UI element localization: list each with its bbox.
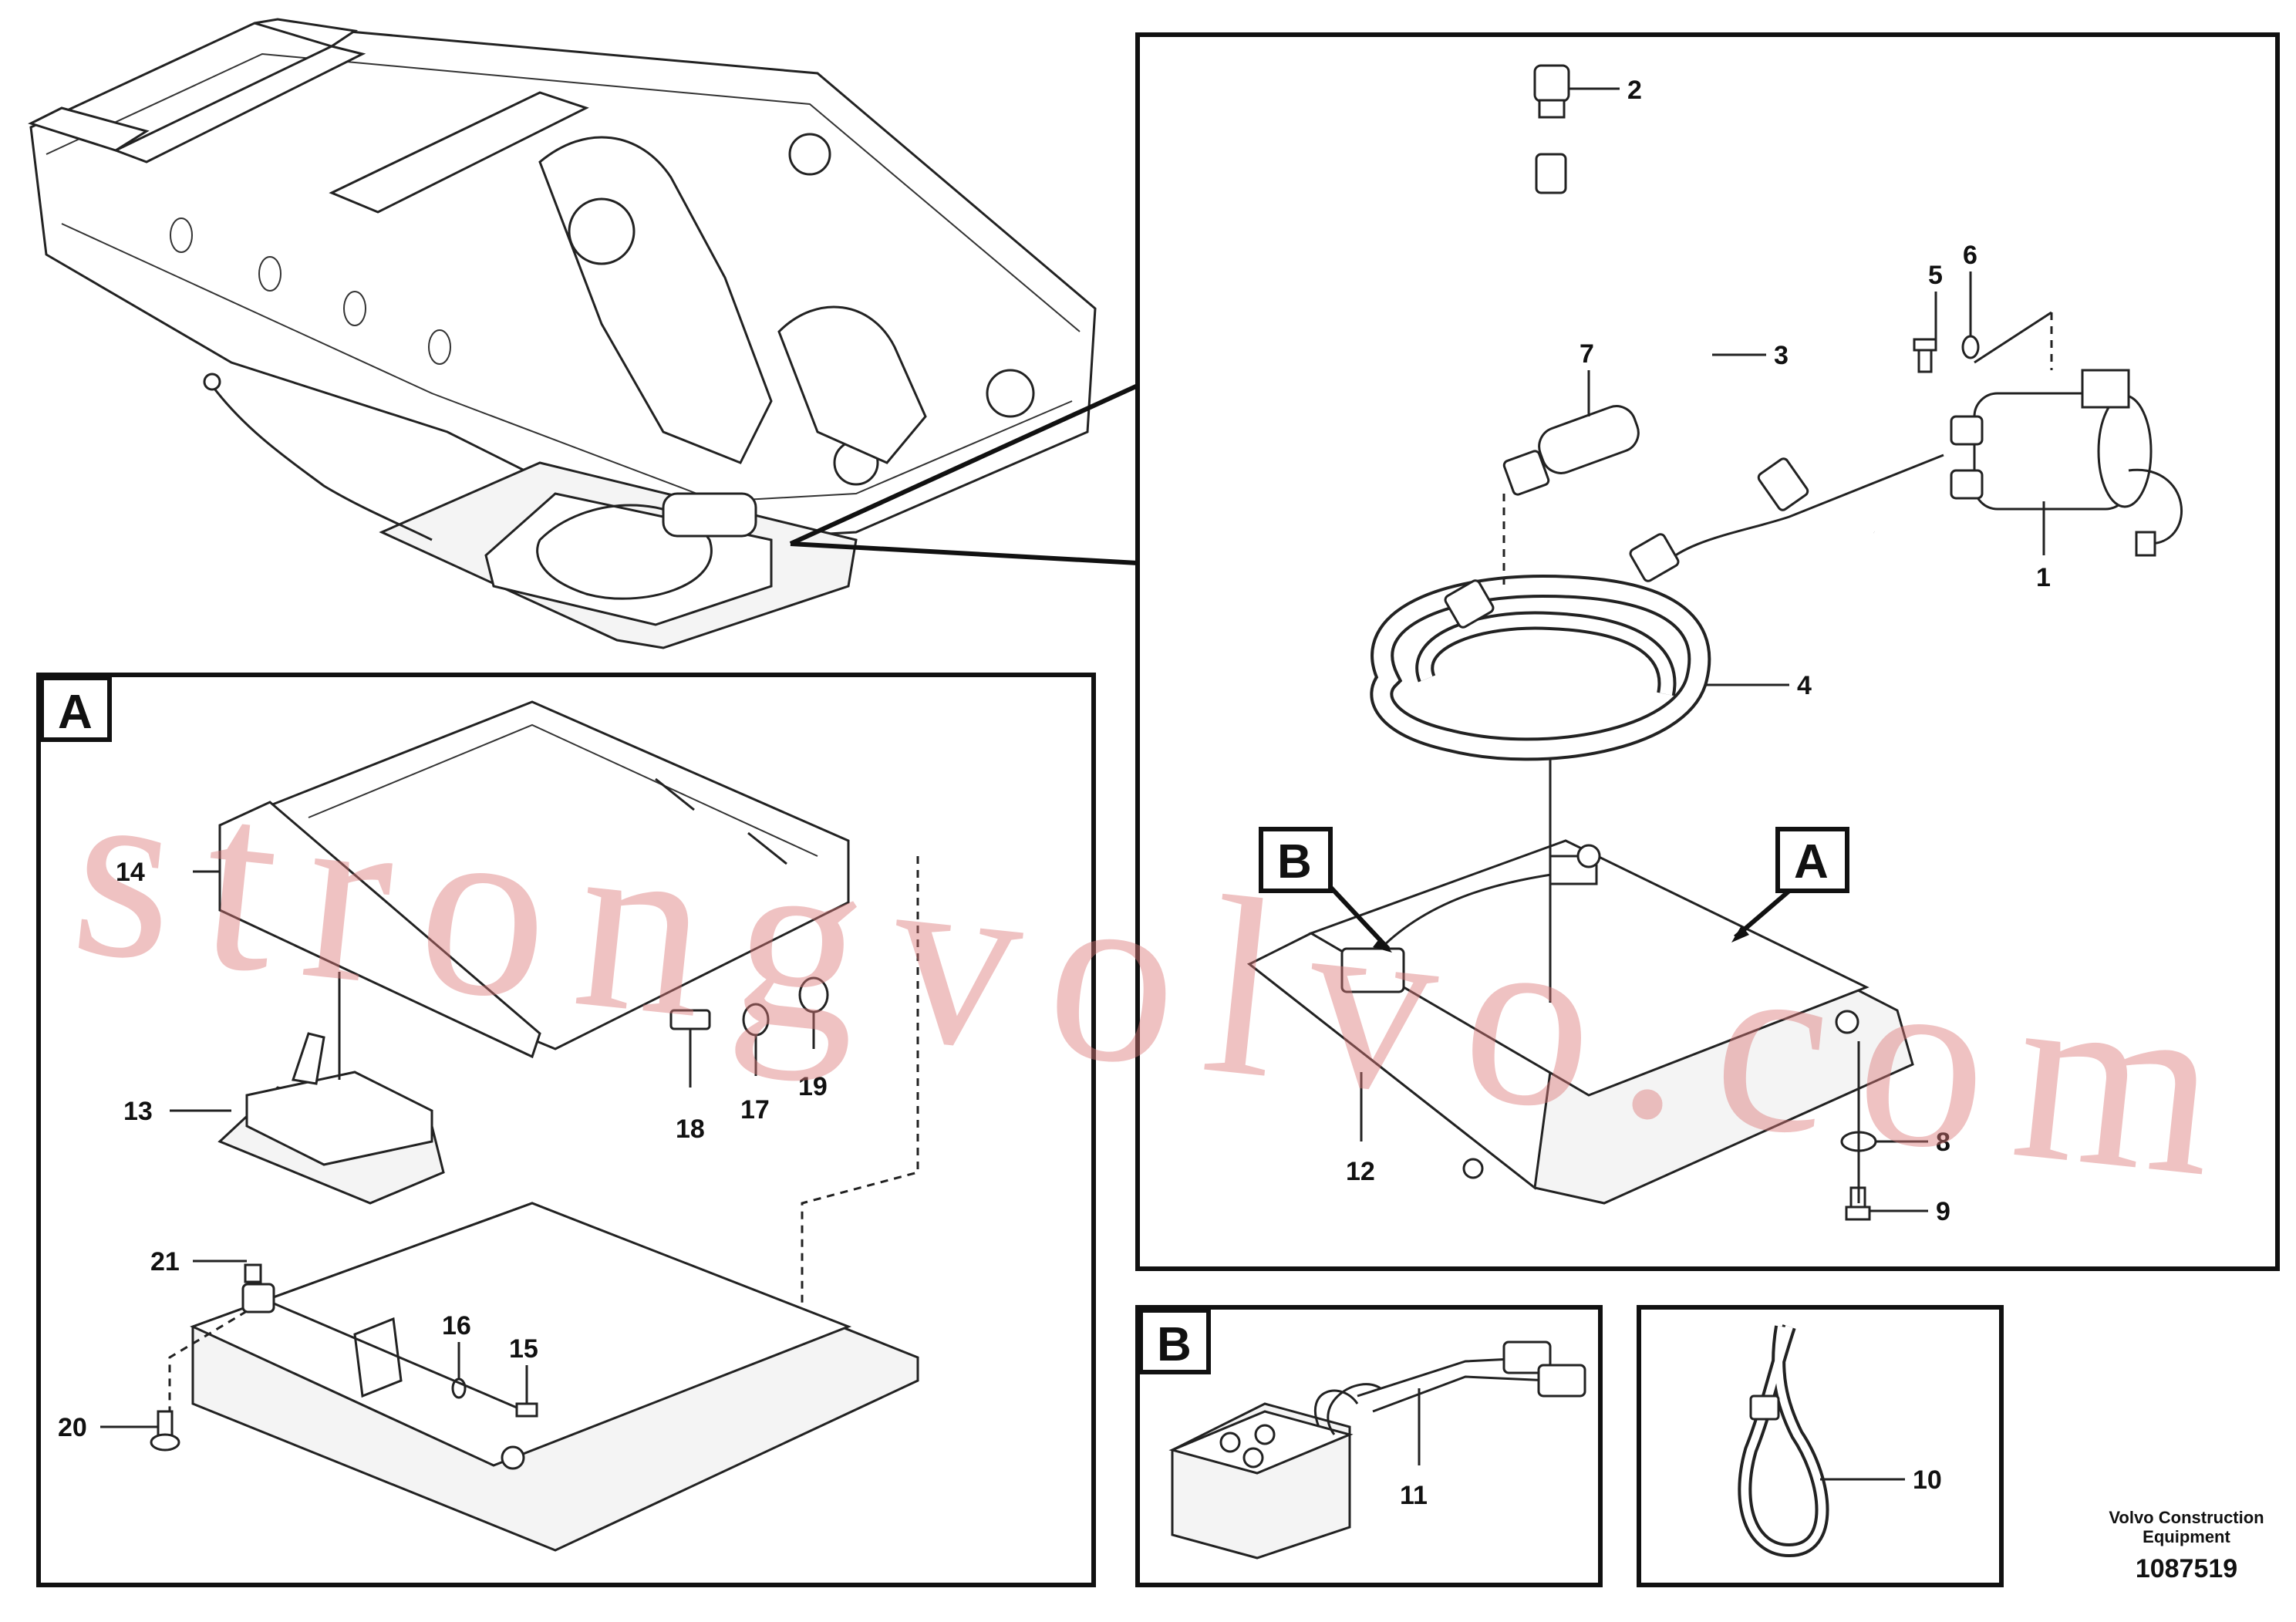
label-1: 1 [2036,563,2051,592]
panel-b-parts [1168,1340,1586,1560]
credit-company: Volvo Construction [2109,1508,2264,1527]
label-8: 8 [1936,1128,1950,1157]
label-12: 12 [1346,1157,1375,1186]
panel-b-frame [1135,1305,1603,1587]
panel-b-tag [1138,1308,1211,1374]
machine-frame-overview [28,18,1097,649]
label-13: 13 [123,1097,153,1126]
label-2: 2 [1627,76,1642,105]
cable-tie-part [1738,1324,1829,1558]
label-21: 21 [150,1247,180,1276]
label-5: 5 [1928,261,1943,290]
label-18: 18 [676,1114,705,1144]
credit-equipment: Equipment [2143,1527,2230,1546]
label-10: 10 [1913,1465,1942,1495]
label-9: 9 [1936,1197,1950,1226]
main-labels: 2 3 5 6 7 1 4 12 8 9 [1346,76,2051,1226]
main-detail-parts [1247,64,2183,1221]
callout-a: A [1731,827,1849,943]
label-17: 17 [740,1095,770,1125]
panel-b-labels: 11 [1400,1388,1428,1510]
label-19: 19 [798,1072,828,1101]
label-11: 11 [1400,1481,1428,1510]
panel-a-parts [150,700,919,1552]
svg-text:A: A [1794,835,1829,889]
label-20: 20 [58,1413,87,1442]
label-14: 14 [116,858,145,887]
svg-text:B: B [1277,835,1312,889]
label-7: 7 [1580,339,1594,369]
panel-b-letter: B [1157,1318,1192,1371]
drawing-number: 1087519 [2136,1554,2237,1583]
zoom-line-bottom [790,541,1138,565]
panel-a-tag [39,676,112,742]
cable-tie-labels: 10 [1820,1465,1942,1495]
label-16: 16 [442,1311,471,1340]
panel-a-frame [36,673,1096,1587]
main-detail-frame [1135,32,2280,1271]
panel-cable-tie-frame [1637,1305,2004,1587]
panel-a-letter: A [58,686,93,739]
label-4: 4 [1797,671,1812,700]
panel-a-labels: 14 13 18 17 19 21 16 15 20 [58,858,828,1442]
callout-b: B [1259,827,1392,953]
label-3: 3 [1774,341,1789,370]
label-6: 6 [1963,241,1977,270]
label-15: 15 [509,1334,538,1364]
zoom-line-top [789,383,1139,546]
